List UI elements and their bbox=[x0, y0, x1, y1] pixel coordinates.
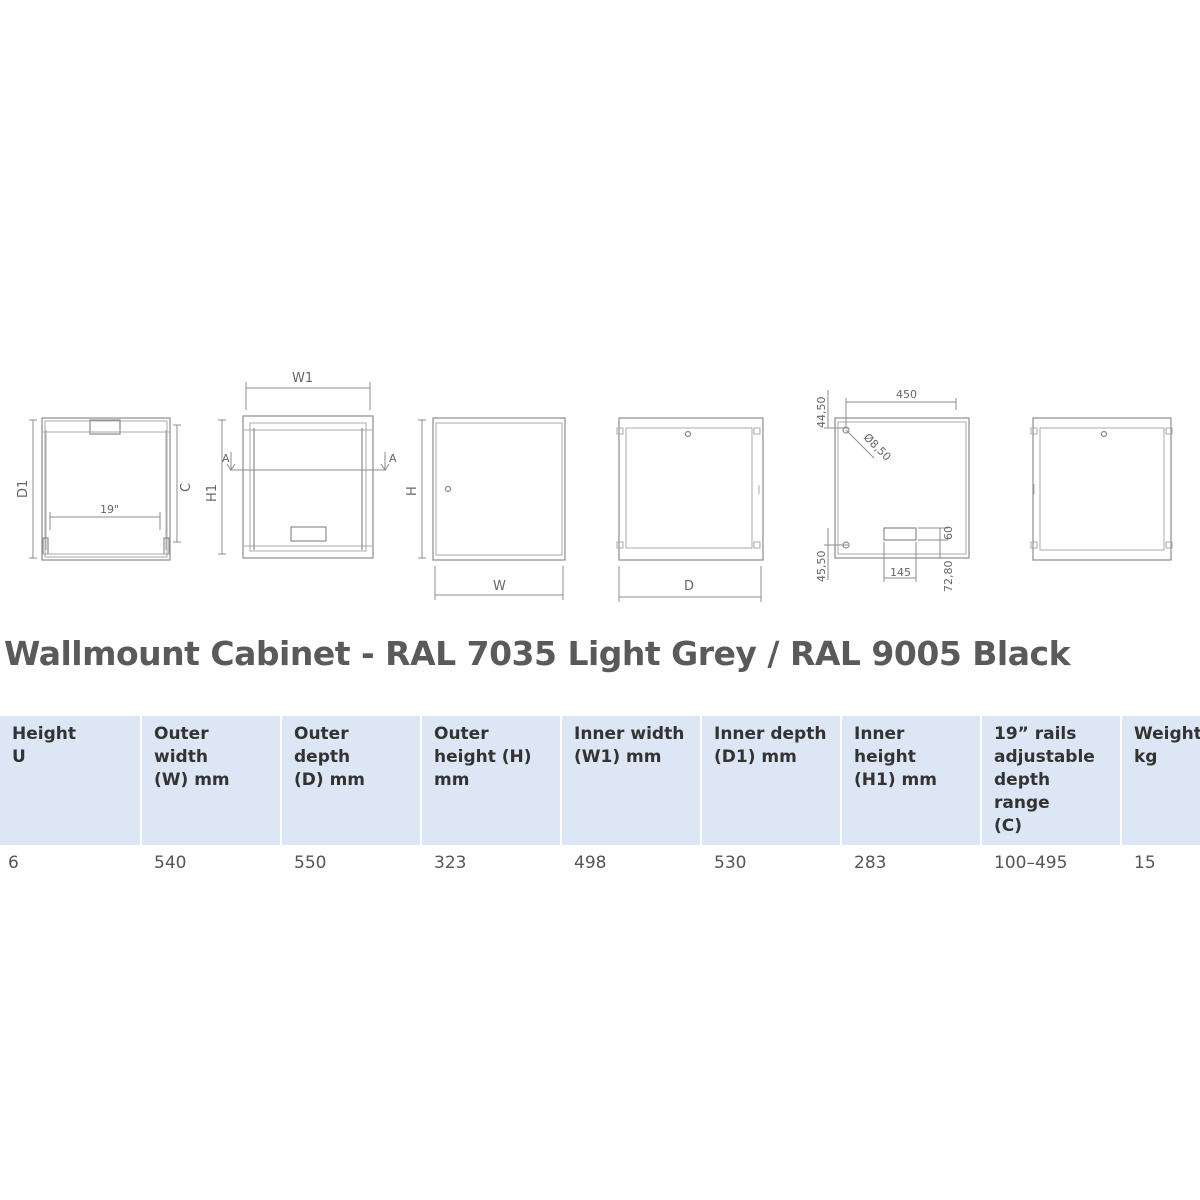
cell-outer-width: 540 bbox=[140, 845, 280, 881]
front-inner-view-drawing: A A W1 H1 bbox=[205, 371, 397, 559]
cell-outer-height: 323 bbox=[420, 845, 560, 881]
cell-height: 6 bbox=[0, 845, 140, 881]
header-rails-depth-range: 19” rails adjustable depth range (C) bbox=[980, 716, 1120, 845]
back-60-label: 60 bbox=[942, 526, 955, 540]
h-label: H bbox=[405, 486, 420, 496]
top-view-d1-label: D1 bbox=[16, 480, 31, 498]
cell-weight: 15 bbox=[1120, 845, 1200, 881]
h1-label: H1 bbox=[205, 484, 220, 502]
side-view-drawing: D bbox=[616, 417, 764, 602]
header-weight: Weight kg bbox=[1120, 716, 1200, 845]
header-inner-height: Inner height (H1) mm bbox=[840, 716, 980, 845]
header-outer-width: Outer width (W) mm bbox=[140, 716, 280, 845]
front-view-drawing: H W bbox=[405, 417, 566, 600]
table-row: 6 540 550 323 498 530 283 100–495 15 bbox=[0, 845, 1200, 881]
w-label: W bbox=[493, 579, 506, 594]
back-450-label: 450 bbox=[896, 388, 917, 401]
cell-inner-height: 283 bbox=[840, 845, 980, 881]
back-diameter-label: Ø8,50 bbox=[861, 431, 894, 464]
page-title: Wallmount Cabinet - RAL 7035 Light Grey … bbox=[4, 634, 1071, 673]
top-view-19in-label: 19" bbox=[100, 503, 119, 516]
back-145-label: 145 bbox=[890, 566, 911, 579]
header-inner-width: Inner width (W1) mm bbox=[560, 716, 700, 845]
section-a-left-label: A bbox=[222, 452, 230, 465]
back-45-50-label: 45,50 bbox=[815, 551, 828, 583]
spec-table: Height U Outer width (W) mm Outer depth … bbox=[0, 716, 1200, 881]
section-a-right-label: A bbox=[389, 452, 397, 465]
cell-inner-depth: 530 bbox=[700, 845, 840, 881]
back-72-80-label: 72,80 bbox=[942, 561, 955, 593]
header-height: Height U bbox=[0, 716, 140, 845]
cell-outer-depth: 550 bbox=[280, 845, 420, 881]
cell-inner-width: 498 bbox=[560, 845, 700, 881]
w1-label: W1 bbox=[292, 371, 313, 386]
header-outer-depth: Outer depth (D) mm bbox=[280, 716, 420, 845]
d-label: D bbox=[684, 579, 694, 594]
top-view-drawing: D1 C 19" bbox=[16, 417, 194, 561]
table-header-row: Height U Outer width (W) mm Outer depth … bbox=[0, 716, 1200, 845]
top-view-c-label: C bbox=[179, 483, 194, 492]
header-inner-depth: Inner depth (D1) mm bbox=[700, 716, 840, 845]
back-44-50-label: 44,50 bbox=[815, 397, 828, 429]
header-outer-height: Outer height (H) mm bbox=[420, 716, 560, 845]
rear-view-drawing bbox=[1030, 417, 1173, 561]
back-view-drawing: 450 44,50 Ø8,50 45,50 145 60 72,80 bbox=[815, 388, 970, 593]
cell-rails-depth-range: 100–495 bbox=[980, 845, 1120, 881]
technical-drawings: D1 C 19" A A W1 H1 bbox=[0, 370, 1200, 610]
